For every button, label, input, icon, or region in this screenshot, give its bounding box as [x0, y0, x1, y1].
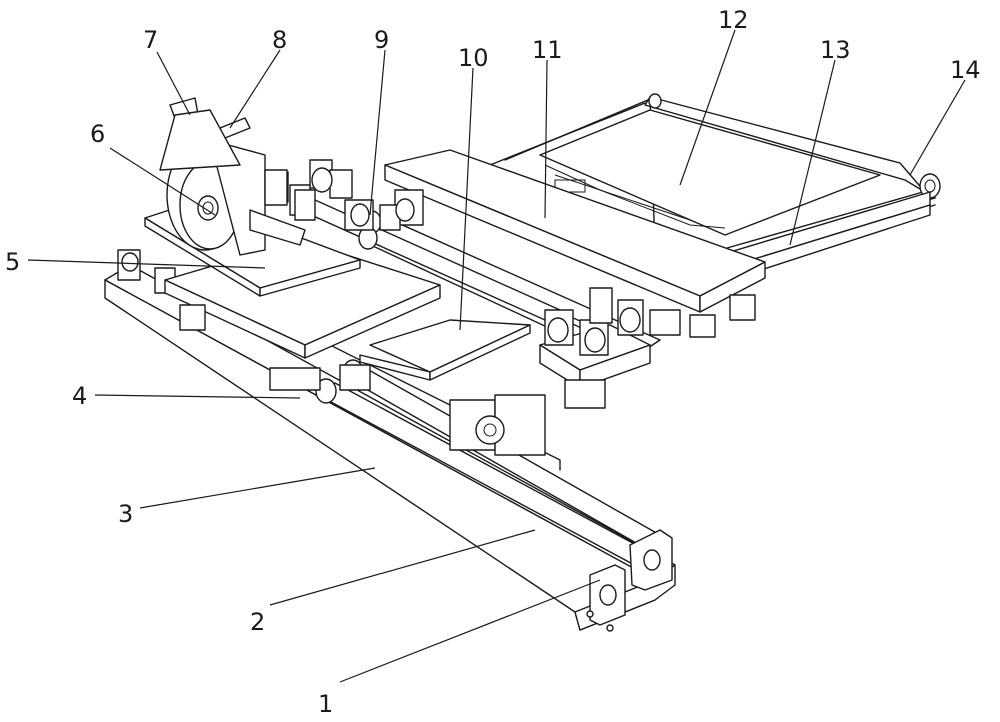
saw-assembly [159, 97, 316, 256]
leader-2 [269, 529, 536, 606]
callout-2: 2 [250, 608, 265, 636]
leader-3 [139, 467, 376, 509]
callout-13: 13 [820, 36, 851, 64]
lower-carriage [339, 364, 546, 456]
callout-4: 4 [72, 382, 87, 410]
leader-5 [27, 259, 266, 269]
leader-1 [339, 579, 601, 683]
middle-plate [359, 319, 531, 381]
leader-14 [909, 79, 966, 176]
carriage-plate [384, 149, 766, 338]
callout-10: 10 [458, 44, 489, 72]
callouts: 1 2 3 4 5 6 7 8 9 10 11 12 13 14 [5, 6, 981, 718]
leader-13 [789, 59, 836, 246]
leader-lines [27, 29, 966, 683]
leader-10 [459, 67, 474, 331]
rod-supports-right [539, 287, 651, 409]
callout-5: 5 [5, 248, 20, 276]
conveyor-plate [539, 109, 881, 236]
leader-6 [109, 147, 216, 216]
callout-14: 14 [950, 56, 981, 84]
callout-9: 9 [374, 26, 389, 54]
end-supports [586, 529, 673, 632]
leader-9 [369, 49, 386, 216]
callout-1: 1 [318, 690, 333, 718]
callout-3: 3 [118, 500, 133, 528]
leader-7 [156, 51, 191, 116]
callout-6: 6 [90, 120, 105, 148]
callout-11: 11 [532, 36, 563, 64]
leader-11 [544, 59, 548, 219]
leader-8 [229, 49, 281, 129]
callout-8: 8 [272, 26, 287, 54]
leader-4 [94, 394, 301, 399]
leader-12 [679, 29, 736, 186]
callout-7: 7 [143, 26, 158, 54]
callout-12: 12 [718, 6, 749, 34]
